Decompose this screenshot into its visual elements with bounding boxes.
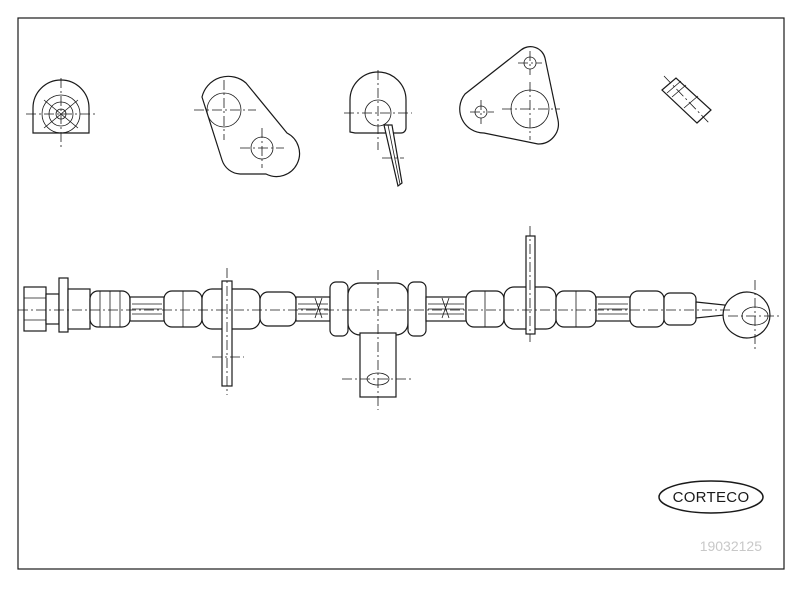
mount-clip-detail-icon xyxy=(344,70,412,188)
bracket-plate-detail-icon xyxy=(194,75,301,178)
hose-nut-detail-icon xyxy=(661,75,712,125)
brake-hose-assembly-icon xyxy=(18,226,782,410)
part-number: 19032125 xyxy=(700,538,763,554)
banjo-fitting-detail-icon xyxy=(26,78,96,150)
brand-logo: CORTECO xyxy=(658,480,764,514)
triangle-bracket-detail-icon xyxy=(459,46,560,145)
brand-logo-text: CORTECO xyxy=(673,489,750,506)
drawing-frame xyxy=(17,17,785,570)
